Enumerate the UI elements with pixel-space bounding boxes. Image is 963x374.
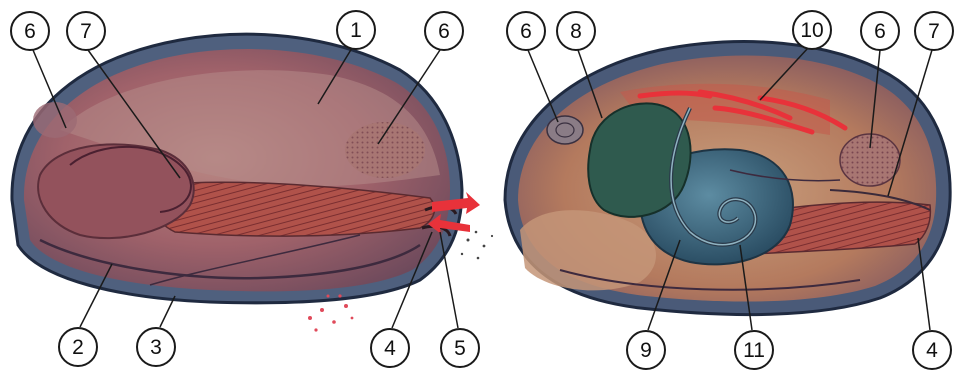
- callout-right-11: 11: [735, 331, 773, 369]
- callout-label: 8: [570, 20, 582, 43]
- callout-label: 11: [743, 339, 765, 362]
- callout-right-8: 8: [557, 12, 595, 50]
- callout-left-6a: 6: [11, 12, 49, 50]
- callout-label: 6: [24, 20, 36, 43]
- callout-label: 10: [800, 19, 823, 42]
- callout-label: 5: [454, 337, 466, 360]
- callout-label: 6: [520, 20, 532, 43]
- callout-label: 3: [150, 336, 162, 359]
- left-anterior-adductor: [33, 102, 77, 138]
- callout-right-10: 10: [793, 11, 831, 49]
- callout-left-5: 5: [441, 329, 479, 367]
- callout-left-7: 7: [67, 12, 105, 50]
- callout-label: 7: [80, 20, 92, 43]
- right-stomach: [588, 103, 690, 216]
- callout-label: 1: [350, 19, 362, 42]
- callout-label: 6: [874, 20, 886, 43]
- callout-left-6b: 6: [425, 12, 463, 50]
- callout-left-3: 3: [137, 328, 175, 366]
- callout-right-6a: 6: [507, 12, 545, 50]
- callout-right-7: 7: [915, 12, 953, 50]
- callout-left-2: 2: [59, 328, 97, 366]
- right-mussel: [505, 42, 950, 315]
- callout-label: 2: [72, 336, 84, 359]
- callout-label: 7: [928, 20, 940, 43]
- callout-right-9: 9: [627, 331, 665, 369]
- callout-label: 4: [926, 339, 938, 362]
- callout-label: 4: [384, 337, 396, 360]
- callout-right-6b: 6: [861, 12, 899, 50]
- water-particles: [461, 231, 493, 260]
- right-anterior-adductor: [547, 116, 583, 144]
- left-posterior-adductor: [345, 122, 425, 178]
- callout-left-1: 1: [337, 11, 375, 49]
- callout-label: 6: [438, 20, 450, 43]
- callout-right-4: 4: [913, 331, 951, 369]
- callout-label: 9: [640, 339, 652, 362]
- callout-left-4: 4: [371, 329, 409, 367]
